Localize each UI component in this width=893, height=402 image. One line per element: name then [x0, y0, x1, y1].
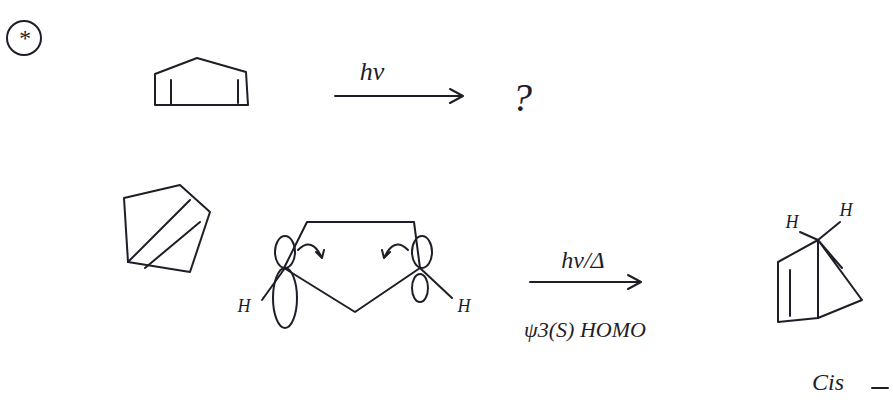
c-h-bond [800, 222, 840, 240]
cyclopropane-ring [818, 240, 862, 318]
mark-circle [7, 21, 41, 55]
reaction-arrow [335, 89, 463, 103]
condition-label: hν [360, 59, 385, 85]
c-h-bond [262, 268, 285, 300]
mark-symbol: * [18, 26, 30, 50]
condition-label: hν/Δ [561, 248, 604, 272]
p-lobe [273, 268, 297, 328]
pentagon-ring [124, 185, 210, 272]
orbital-label: ψ3(S) HOMO [524, 319, 646, 341]
reaction-arrow [530, 275, 641, 289]
diagonal-lines [128, 200, 200, 268]
question-mark: ? [512, 78, 532, 118]
c-h-bond [420, 268, 452, 298]
atom-label: H [786, 213, 799, 231]
cyclobutene-ring [778, 240, 818, 322]
p-lobe [412, 274, 428, 302]
rotation-arrow [298, 245, 324, 258]
rotation-arrow [382, 245, 408, 258]
p-lobe [275, 236, 295, 268]
double-bond [170, 80, 172, 104]
p-lobe [412, 236, 432, 268]
reactant-ring [155, 58, 248, 105]
atom-label: H [238, 297, 251, 315]
diene-ring [284, 222, 420, 312]
atom-label: H [458, 297, 471, 315]
atom-label: H [840, 201, 853, 219]
double-bond [789, 270, 791, 316]
dash [872, 387, 888, 389]
product-label: Cis [812, 370, 844, 394]
double-bond [237, 80, 239, 103]
